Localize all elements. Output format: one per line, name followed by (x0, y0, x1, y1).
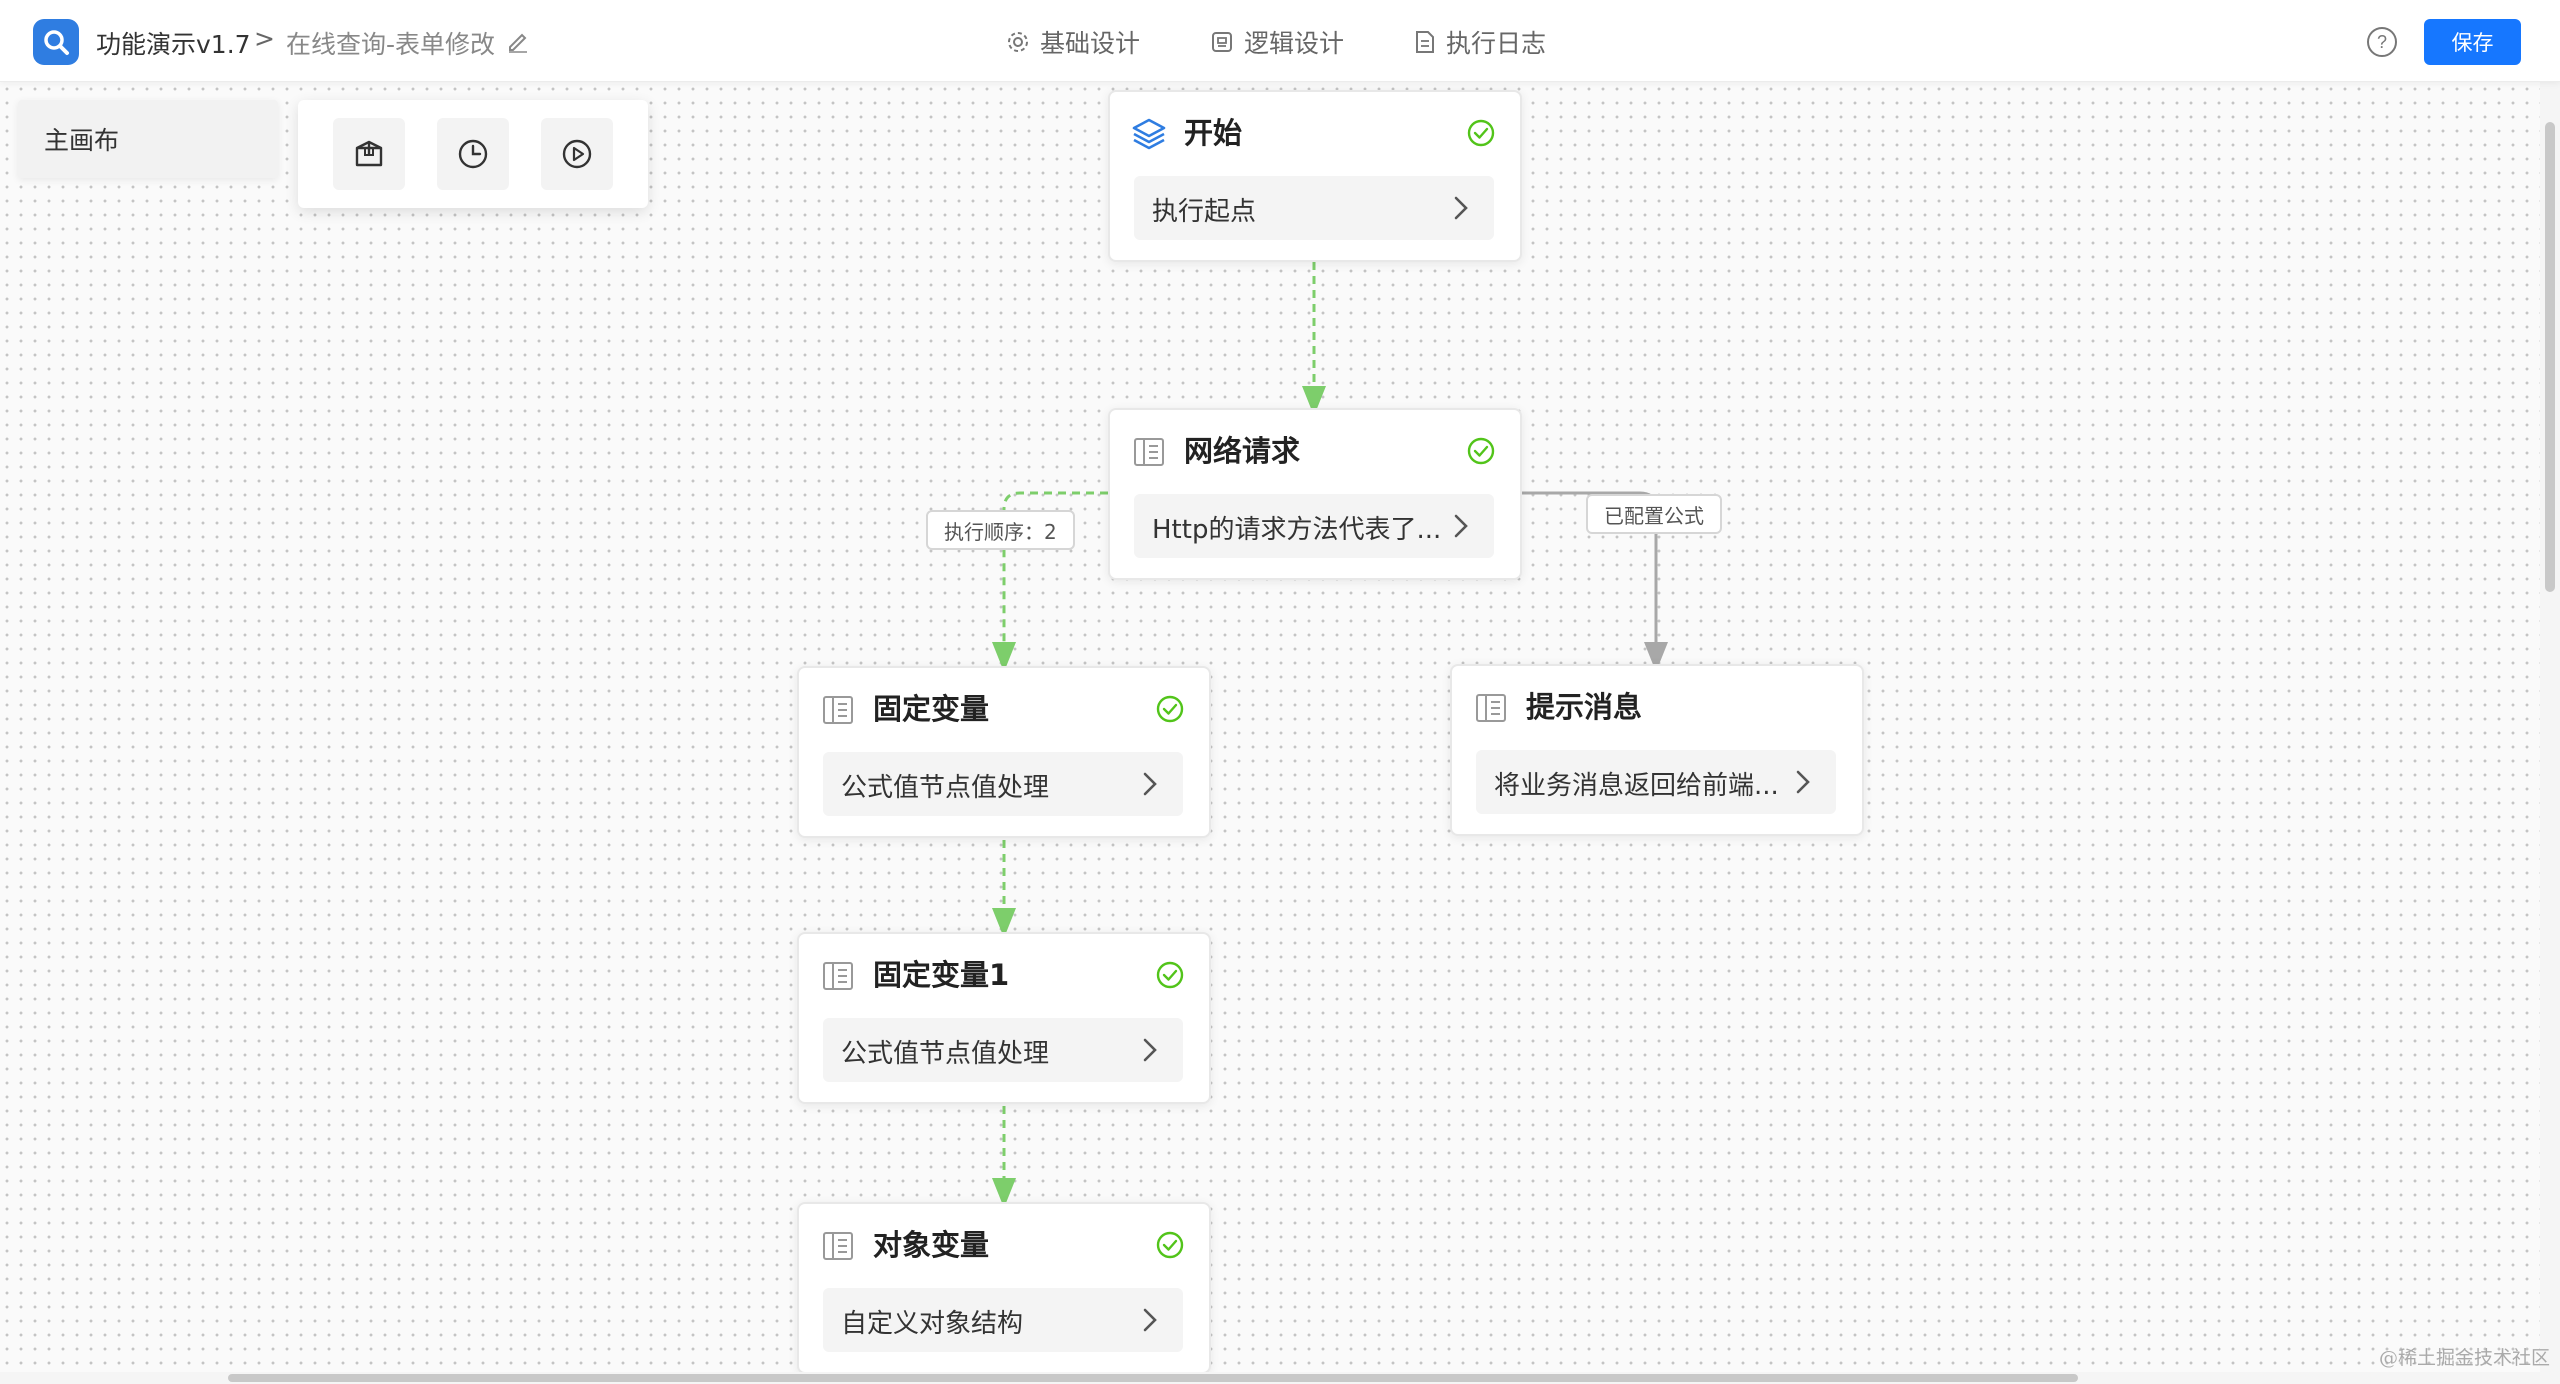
check-circle-icon (1156, 695, 1184, 723)
horizontal-scroll-thumb[interactable] (228, 1374, 2078, 1382)
node-detail-button[interactable]: 执行起点 (1134, 176, 1494, 240)
chevron-right-icon (1454, 196, 1468, 220)
breadcrumb-separator: > (254, 24, 275, 53)
check-circle-icon (1156, 961, 1184, 989)
node-title: 固定变量 (873, 692, 990, 726)
check-circle-icon (1156, 1231, 1184, 1259)
vertical-scroll-thumb[interactable] (2545, 122, 2555, 592)
chevron-right-icon (1143, 1038, 1157, 1062)
node-title: 固定变量1 (873, 958, 1010, 992)
node-title: 开始 (1184, 116, 1243, 150)
node-object-variable[interactable]: 对象变量 自定义对象结构 (797, 1202, 1211, 1374)
chevron-right-icon (1143, 772, 1157, 796)
help-icon[interactable]: ? (2366, 26, 2398, 58)
node-detail-button[interactable]: 将业务消息返回给前端... (1476, 750, 1836, 814)
layers-icon (1132, 118, 1166, 150)
chevron-right-icon (1454, 514, 1468, 538)
tab-logic-design[interactable]: 逻辑设计 (1210, 22, 1344, 62)
horizontal-scrollbar[interactable] (0, 1372, 2540, 1384)
tab-basic-design[interactable]: 基础设计 (1006, 22, 1140, 62)
play-icon (562, 139, 592, 169)
logic-icon (1212, 32, 1232, 52)
edge-http-fixedvar[interactable] (992, 491, 1108, 672)
save-button[interactable]: 保存 (2424, 19, 2521, 65)
check-circle-icon (1467, 437, 1495, 465)
node-type-icon (1134, 438, 1164, 466)
node-detail-button[interactable]: 公式值节点值处理 (823, 1018, 1183, 1082)
node-fixed-variable[interactable]: 固定变量 公式值节点值处理 (797, 666, 1211, 838)
svg-text:?: ? (2377, 32, 2387, 52)
flow-canvas[interactable]: 主画布 执行顺序：2 已配置公式 (0, 82, 2560, 1384)
edge-label-execution-order[interactable]: 执行顺序：2 (926, 510, 1075, 550)
node-description: Http的请求方法代表了... (1152, 515, 1442, 545)
node-type-icon (823, 962, 853, 990)
chevron-right-icon (1143, 1308, 1157, 1332)
watermark: @稀土掘金技术社区 (2378, 1347, 2550, 1369)
document-icon (1416, 31, 1434, 53)
node-title: 提示消息 (1526, 690, 1643, 724)
node-prompt-message[interactable]: 提示消息 将业务消息返回给前端... (1450, 664, 1864, 836)
node-title: 网络请求 (1184, 434, 1301, 468)
tab-label: 基础设计 (1040, 29, 1141, 58)
flow-edges (992, 262, 1668, 1208)
node-description: 自定义对象结构 (841, 1309, 1024, 1339)
check-circle-icon (1467, 119, 1495, 147)
node-detail-button[interactable]: 公式值节点值处理 (823, 752, 1183, 816)
app-logo-icon[interactable] (33, 19, 79, 65)
tab-label: 逻辑设计 (1244, 29, 1345, 58)
clock-icon (458, 139, 488, 169)
app-name[interactable]: 功能演示v1.7 (96, 30, 251, 59)
node-type-icon (823, 1232, 853, 1260)
toolbar-panel (298, 100, 648, 208)
node-detail-button[interactable]: Http的请求方法代表了... (1134, 494, 1494, 558)
history-tool-button[interactable] (437, 118, 509, 190)
run-tool-button[interactable] (541, 118, 613, 190)
main-canvas-tab[interactable]: 主画布 (18, 100, 278, 178)
edge-label-formula-configured[interactable]: 已配置公式 (1586, 494, 1722, 534)
node-title: 对象变量 (873, 1228, 990, 1262)
page-name: 在线查询-表单修改 (286, 30, 496, 59)
package-icon (355, 140, 383, 167)
edit-icon[interactable] (505, 28, 531, 54)
node-type-icon (1476, 694, 1506, 722)
package-tool-button[interactable] (333, 118, 405, 190)
node-description: 公式值节点值处理 (841, 773, 1050, 803)
node-description: 执行起点 (1152, 197, 1257, 227)
tab-execution-log[interactable]: 执行日志 (1414, 22, 1546, 62)
top-bar: 功能演示v1.7 > 在线查询-表单修改 基础设计 逻辑设计 执行日志 ? 保存 (0, 0, 2560, 82)
node-detail-button[interactable]: 自定义对象结构 (823, 1288, 1183, 1352)
node-description: 公式值节点值处理 (841, 1039, 1050, 1069)
node-http-request[interactable]: 网络请求 Http的请求方法代表了... (1108, 408, 1522, 580)
node-description: 将业务消息返回给前端... (1494, 771, 1779, 801)
node-fixed-variable-1[interactable]: 固定变量1 公式值节点值处理 (797, 932, 1211, 1104)
tab-label: 执行日志 (1446, 29, 1547, 58)
gear-icon (1008, 32, 1028, 52)
vertical-scrollbar[interactable] (2540, 82, 2560, 1384)
node-start[interactable]: 开始 执行起点 (1108, 90, 1522, 262)
chevron-right-icon (1796, 770, 1810, 794)
node-type-icon (823, 696, 853, 724)
